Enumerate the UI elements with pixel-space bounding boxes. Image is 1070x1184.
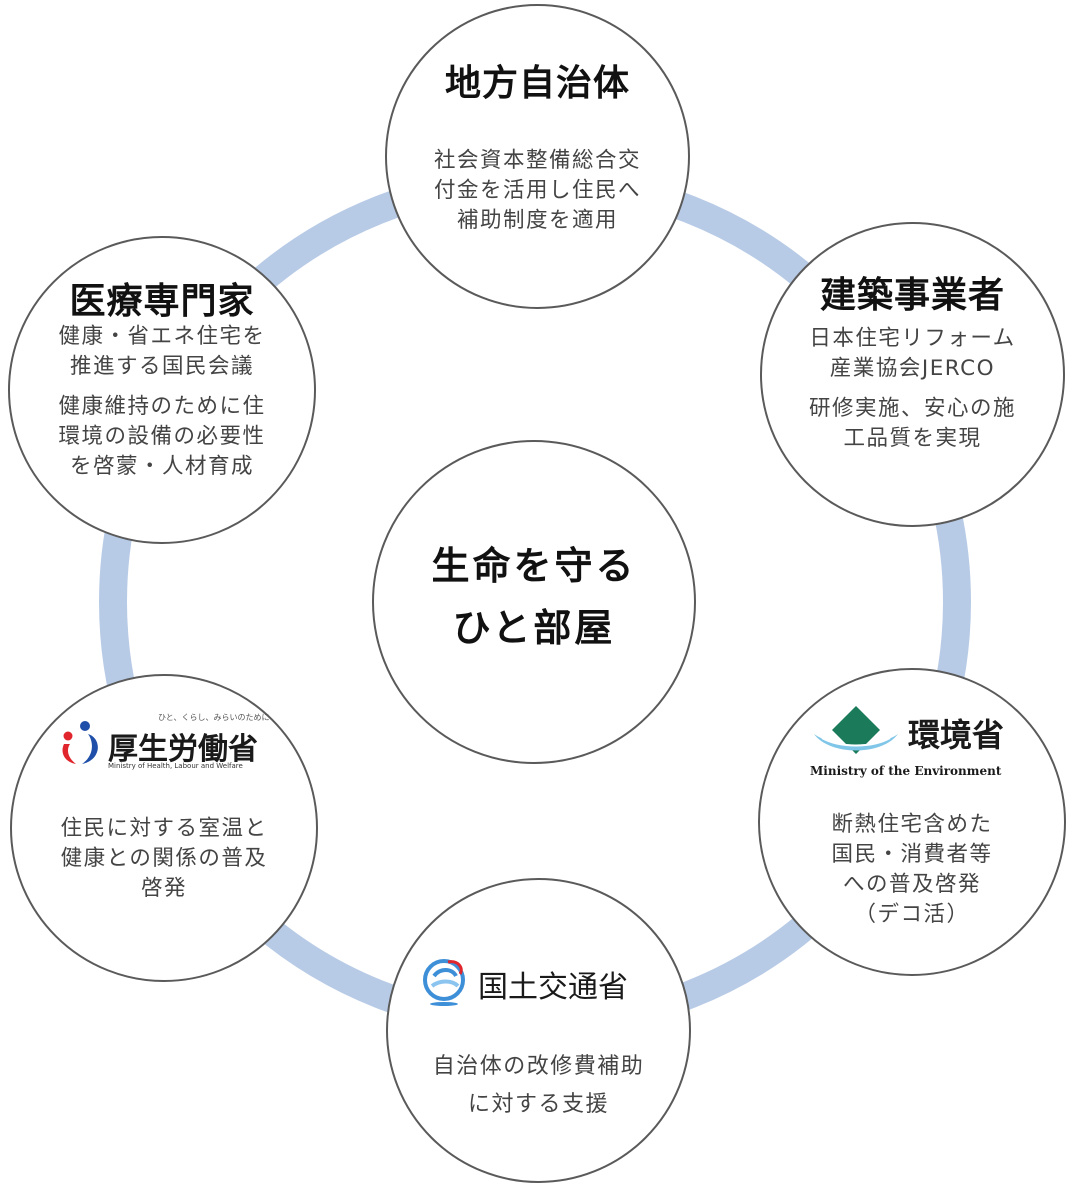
node-mlit: 国土交通省 自治体の改修費補助 に対する支援 [386,878,691,1183]
node-description: 断熱住宅含めた 国民・消費者等 への普及啓発 （デコ活） [774,810,1050,930]
node-text: 住民に対する室温と 健康との関係の普及 啓発 [60,816,268,901]
mhlw-name: 厚生労働省 [108,732,258,767]
node-builders: 建築事業者 日本住宅リフォーム 産業協会JERCO 研修実施、安心の施 工品質を… [760,222,1065,527]
node-description: 社会資本整備総合交 付金を活用し住民へ 補助制度を適用 [401,146,674,236]
node-medical-experts: 医療専門家 健康・省エネ住宅を 推進する国民会議 健康維持のために住 環境の設備… [8,236,316,544]
mlit-name: 国土交通省 [478,970,628,1005]
node-text: 健康・省エネ住宅を 推進する国民会議 [58,324,266,379]
env-subtitle: Ministry of the Environment [810,764,1002,778]
node-local-government: 地方自治体 社会資本整備総合交 付金を活用し住民へ 補助制度を適用 [385,4,690,309]
node-title: 医療専門家 [69,281,255,322]
center-title: 生命を守る ひと部屋 [431,544,637,650]
node-text: 社会資本整備総合交 付金を活用し住民へ 補助制度を適用 [433,148,641,233]
node-text: 自治体の改修費補助 に対する支援 [432,1054,645,1117]
node-description: 住民に対する室温と 健康との関係の普及 啓発 [42,814,286,904]
mhlw-emblem-icon [62,721,98,764]
mhlw-subtitle: Ministry of Health, Labour and Welfare [108,762,243,770]
node-mhlw: ひと、くらし、みらいのために 厚生労働省 Ministry of Health,… [10,674,318,982]
node-description: 自治体の改修費補助 に対する支援 [408,1048,669,1124]
node-description: 日本住宅リフォーム 産業協会JERCO 研修実施、安心の施 工品質を実現 [776,324,1049,454]
env-logo: 環境省 Ministry of the Environment [808,704,1038,784]
node-description: 健康・省エネ住宅を 推進する国民会議 健康維持のために住 環境の設備の必要性 を… [24,322,300,482]
env-emblem-icon [814,706,898,754]
node-environment-ministry: 環境省 Ministry of the Environment 断熱住宅含めた … [758,668,1066,976]
node-text: 日本住宅リフォーム 産業協会JERCO [809,326,1016,381]
node-title: 建築事業者 [819,275,1005,316]
node-text: 健康維持のために住 環境の設備の必要性 を啓蒙・人材育成 [58,394,266,479]
center-circle: 生命を守る ひと部屋 [372,440,696,764]
node-text: 断熱住宅含めた 国民・消費者等 への普及啓発 （デコ活） [831,812,993,927]
mlit-emblem-icon [423,959,465,1006]
node-title: 地方自治体 [444,63,630,104]
env-name: 環境省 [908,716,1005,754]
mhlw-logo: ひと、くらし、みらいのために 厚生労働省 Ministry of Health,… [58,712,278,782]
mhlw-tagline: ひと、くらし、みらいのために [158,713,270,722]
node-text: 研修実施、安心の施 工品質を実現 [808,396,1016,451]
mlit-logo: 国土交通省 [422,954,662,1014]
